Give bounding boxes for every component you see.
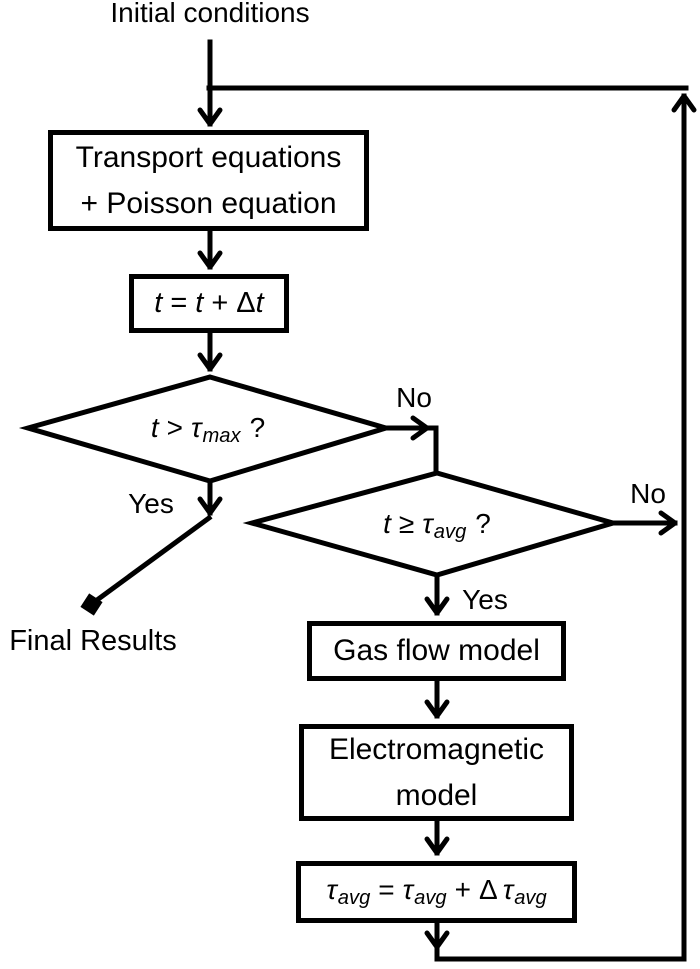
- transport-box: Transport equations + Poisson equation: [48, 130, 369, 231]
- decision2-yes-label: Yes: [462, 584, 508, 615]
- final-endpoint-marker: [80, 593, 103, 616]
- gas-flow-label: Gas flow model: [333, 634, 540, 667]
- transport-line2: + Poisson equation: [80, 186, 337, 220]
- transport-line1: Transport equations: [75, 140, 342, 174]
- decision1-yes-label: Yes: [128, 488, 174, 519]
- decision1-diamond: [18, 374, 395, 484]
- edge-no-corner-to-decision2: [426, 425, 439, 474]
- edge-return-right: [434, 93, 697, 962]
- gas-flow-box: Gas flow model: [307, 621, 566, 681]
- decision2-diamond: [242, 470, 622, 578]
- electromagnetic-box: Electromagnetic model: [299, 724, 574, 821]
- decision1-label: t>τmax?: [150, 412, 266, 448]
- final-results-label: Final Results: [9, 625, 177, 657]
- initial-conditions-label: Initial conditions: [110, 0, 310, 28]
- electromagnetic-line1: Electromagnetic: [328, 732, 545, 766]
- timestep-formula: t=t+Δt: [154, 287, 264, 319]
- decision2-no-label: No: [630, 478, 666, 509]
- decision2-label: t≥τavg?: [383, 508, 491, 544]
- timestep-box: t=t+Δt: [129, 274, 289, 333]
- delta-symbol: Δ: [479, 873, 498, 905]
- delta-symbol: Δ: [236, 287, 256, 319]
- decision1-no-label: No: [396, 382, 432, 413]
- electromagnetic-line2: model: [395, 778, 478, 812]
- edge-yes-to-final: [93, 514, 213, 604]
